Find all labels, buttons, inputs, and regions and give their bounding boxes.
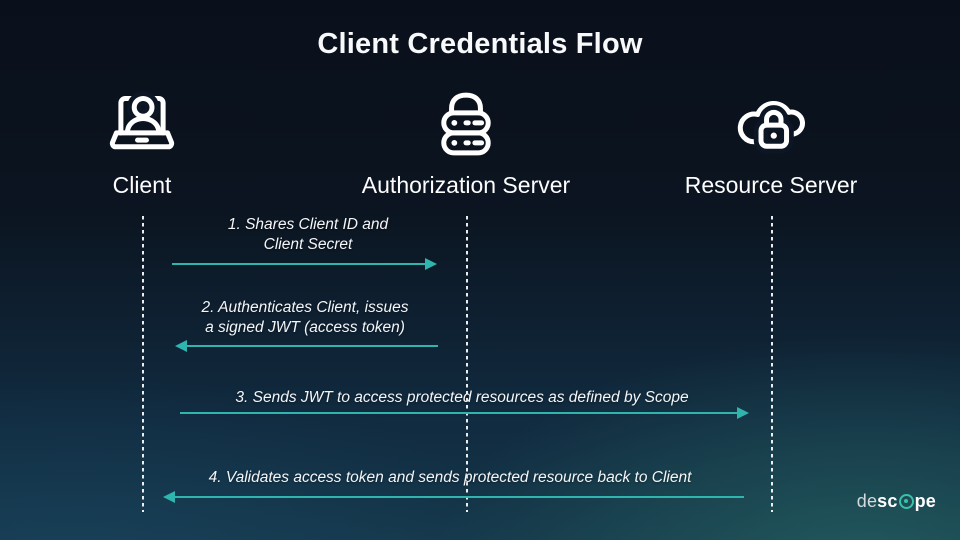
message-4-text: 4. Validates access token and sends prot…: [208, 469, 692, 486]
message-1-arrow-right: [172, 258, 437, 270]
message-3-arrow-right: [180, 407, 749, 419]
descope-logo-text-de: de: [856, 491, 878, 511]
actor-client: Client: [0, 84, 292, 199]
message-1-text: 1. Shares Client ID and Client Secret: [227, 216, 389, 253]
actor-authorization-server-label: Authorization Server: [361, 172, 571, 198]
page-title: Client Credentials Flow: [317, 28, 643, 60]
lifeline-client: [142, 216, 144, 512]
message-2-arrow-left: [175, 340, 438, 352]
descope-logo-text-sc: sc: [877, 491, 898, 511]
descope-logo-o-icon: [898, 493, 914, 509]
message-3-text: 3. Sends JWT to access protected resourc…: [235, 389, 689, 406]
lifeline-resource-server: [771, 216, 773, 512]
lifeline-authorization-server: [466, 216, 468, 512]
descope-logo-text-pe: pe: [914, 491, 936, 511]
laptop-user-icon: [0, 84, 292, 164]
message-2-text: 2. Authenticates Client, issues a signed…: [201, 299, 409, 336]
actor-authorization-server: Authorization Server: [316, 84, 616, 199]
message-4-arrow-left: [163, 491, 744, 503]
actor-client-label: Client: [112, 172, 172, 198]
actor-resource-server-label: Resource Server: [684, 172, 858, 198]
server-stack-icon: [316, 84, 616, 164]
actor-resource-server: Resource Server: [621, 84, 921, 199]
cloud-lock-icon: [621, 84, 921, 164]
